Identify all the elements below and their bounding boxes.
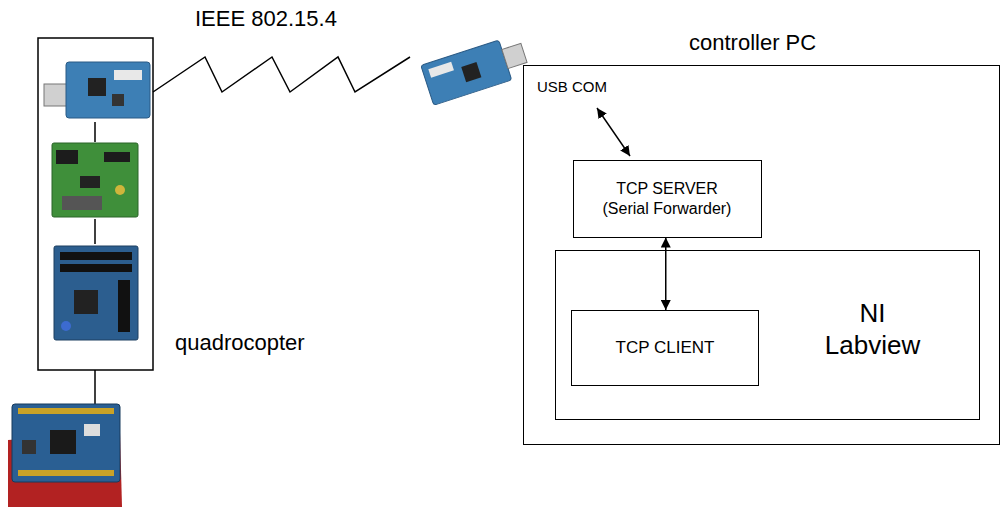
- dongle-board: [421, 40, 512, 105]
- chip: [80, 176, 100, 188]
- radio-link: [153, 57, 410, 92]
- chip: [50, 430, 76, 454]
- pin-row: [60, 252, 132, 260]
- antenna: [114, 70, 142, 80]
- header: [104, 152, 130, 162]
- controller-board: [54, 246, 138, 340]
- connector: [62, 196, 102, 210]
- box-title: NI Labview: [818, 297, 928, 362]
- usb-dongle: [44, 62, 150, 118]
- dongle-board: [66, 62, 150, 118]
- port-label: USB COM: [537, 78, 607, 96]
- antenna: [428, 62, 454, 78]
- link-label: IEEE 802.15.4: [195, 6, 337, 32]
- wire: [94, 370, 96, 404]
- pin-row: [18, 470, 114, 476]
- chip: [22, 440, 36, 454]
- box-title: TCP CLIENT: [616, 337, 715, 358]
- chip: [461, 62, 481, 82]
- pin-row: [60, 264, 132, 272]
- pin-column: [118, 280, 130, 332]
- chip: [88, 78, 106, 96]
- wire: [94, 219, 96, 244]
- usb-dongle: [421, 34, 531, 105]
- device-frame: [38, 38, 153, 370]
- terminal: [56, 150, 78, 164]
- pin-row: [18, 408, 114, 414]
- pcb: [12, 404, 120, 482]
- usb-com-arrow: [597, 108, 630, 156]
- connector: [84, 424, 100, 436]
- pcb: [54, 246, 138, 340]
- process-box: TCP CLIENT: [571, 310, 759, 386]
- component: [115, 185, 125, 195]
- pcb: [52, 143, 138, 217]
- usb-plug: [44, 84, 68, 106]
- box-title: TCP SERVER (Serial Forwarder): [597, 179, 737, 219]
- chip: [112, 94, 124, 106]
- process-box: TCP SERVER (Serial Forwarder): [573, 160, 762, 238]
- quadrocopter-board: [8, 404, 122, 507]
- device-label: quadrocopter: [175, 330, 305, 356]
- interface-board: [52, 143, 138, 217]
- software-frame: NI LabviewTCP CLIENT: [555, 250, 980, 420]
- wire: [94, 122, 96, 142]
- component: [61, 321, 71, 331]
- chip: [74, 290, 98, 314]
- system-frame: controller PCTCP SERVER (Serial Forwarde…: [523, 65, 1000, 445]
- connector-arrow: [665, 238, 667, 311]
- box-title: controller PC: [689, 29, 816, 57]
